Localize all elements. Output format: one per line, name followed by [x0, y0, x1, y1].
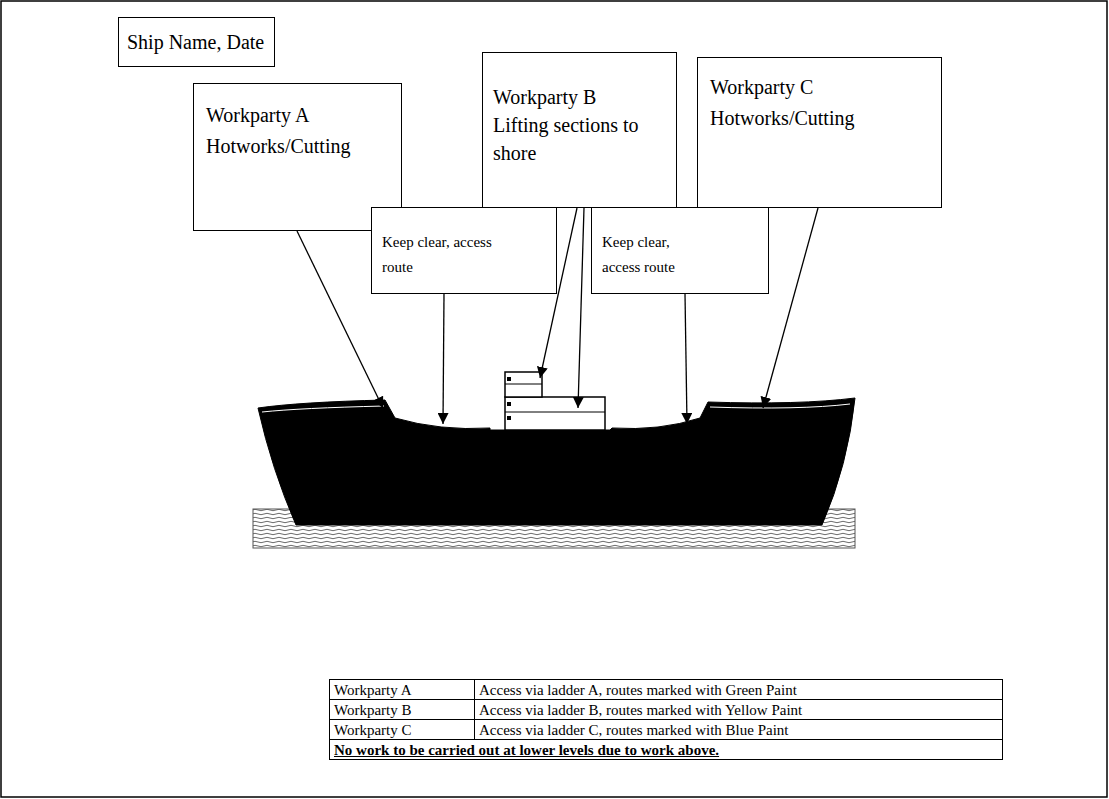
table-note: No work to be carried out at lower level… — [334, 742, 719, 758]
note-box: Keep clear, access route — [371, 207, 557, 294]
table-text: Workparty C — [334, 722, 412, 738]
leader-line — [578, 208, 584, 408]
table-text: Workparty A — [334, 682, 412, 698]
superstructure — [505, 397, 605, 430]
table-row: Workparty C Access via ladder C, routes m… — [330, 720, 1003, 740]
table-row: No work to be carried out at lower level… — [330, 740, 1003, 760]
box-text: Hotworks/Cutting — [710, 103, 931, 134]
box-text: Workparty A — [206, 100, 391, 131]
deck-line — [262, 406, 384, 412]
bridge — [505, 372, 542, 397]
leader-line — [685, 294, 687, 424]
callout-box: Workparty CHotworks/Cutting — [697, 57, 942, 208]
window — [507, 377, 511, 381]
bridge-line — [505, 384, 542, 385]
table-cell: Access via ladder A, routes marked with … — [475, 680, 1003, 700]
note-box: Keep clear, access route — [591, 207, 769, 294]
deck-line — [710, 404, 850, 408]
leader-line — [443, 294, 444, 424]
box-text: Hotworks/Cutting — [206, 131, 391, 162]
table-cell: No work to be carried out at lower level… — [330, 740, 1003, 760]
box-text: Workparty C — [710, 72, 931, 103]
box-text: Keep clear, access route — [382, 230, 526, 280]
table-row: Workparty A Access via ladder A, routes m… — [330, 680, 1003, 700]
table-cell: Workparty C — [330, 720, 475, 740]
box-text: Ship Name, Date — [127, 30, 266, 54]
deck-line — [505, 412, 605, 413]
access-table: Workparty A Access via ladder A, routes m… — [329, 679, 1003, 760]
box-text: Workparty B — [493, 83, 666, 111]
table-cell: Access via ladder C, routes marked with … — [475, 720, 1003, 740]
table-text: Access via ladder B, routes marked with … — [479, 702, 802, 718]
window — [507, 402, 511, 406]
box-text: Lifting sections to shore — [493, 111, 666, 167]
table-row: Workparty B Access via ladder B, routes m… — [330, 700, 1003, 720]
window — [507, 416, 511, 420]
table-cell: Access via ladder B, routes marked with … — [475, 700, 1003, 720]
table-text: Access via ladder C, routes marked with … — [479, 722, 789, 738]
leader-line — [763, 208, 818, 408]
box-text: Keep clear, access route — [602, 230, 705, 280]
title-box: Ship Name, Date — [118, 17, 275, 67]
access-table: Workparty A Access via ladder A, routes m… — [329, 679, 1003, 760]
table-cell: Workparty B — [330, 700, 475, 720]
table-text: Workparty B — [334, 702, 412, 718]
table-cell: Workparty A — [330, 680, 475, 700]
callout-box: Workparty BLifting sections to shore — [482, 52, 677, 208]
table-text: Access via ladder A, routes marked with … — [479, 682, 797, 698]
ship-hull — [258, 398, 855, 525]
